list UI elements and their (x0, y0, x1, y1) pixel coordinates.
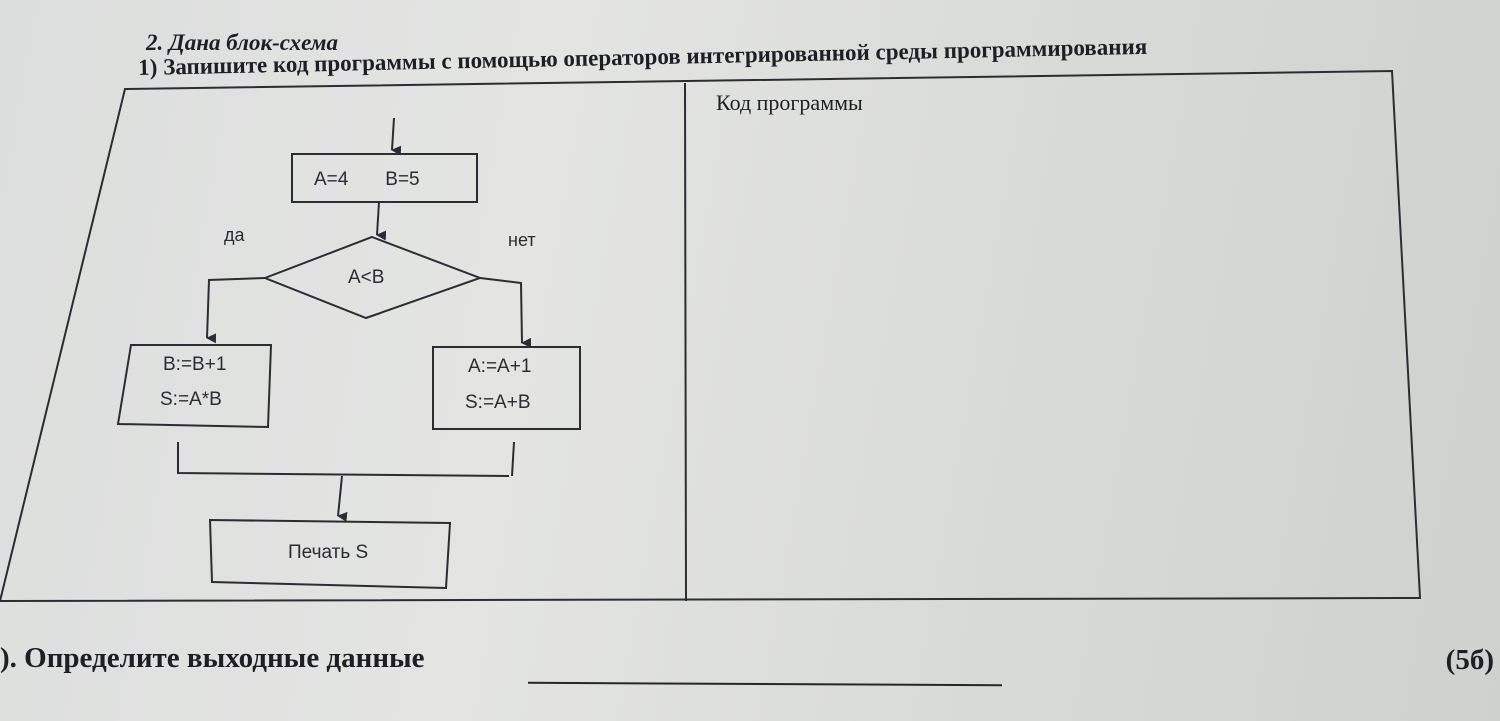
no-branch-line (479, 277, 532, 348)
init-text: A=4 B=5 (314, 169, 420, 190)
output-block (208, 518, 452, 590)
output-question: ). Определите выходные данные (0, 642, 425, 674)
no-statement-1: A:=A+1 (468, 356, 531, 377)
task-heading: 2. Дана блок-схема (146, 30, 339, 55)
yes-statement-1: B:=B+1 (163, 354, 226, 375)
entry-arrow (391, 117, 402, 156)
yes-merge-line (177, 442, 510, 477)
no-merge-line (511, 441, 515, 477)
arrow-to-decision (376, 201, 387, 241)
code-column-label: Код программы (716, 90, 863, 115)
yes-label: да (224, 225, 246, 245)
points-label: (5б) (1445, 644, 1494, 676)
answer-table (0, 69, 1422, 603)
arrow-to-output (337, 475, 348, 522)
decision-diamond (262, 235, 483, 320)
init-block (291, 153, 478, 203)
table-divider (684, 82, 687, 602)
no-label: нет (508, 230, 536, 250)
output-text: Печать S (288, 542, 368, 563)
yes-branch-line (206, 277, 266, 344)
no-process-block (432, 346, 581, 430)
yes-statement-2: S:=A*B (160, 389, 222, 410)
yes-process-block (116, 344, 273, 429)
decision-condition: A<B (348, 267, 384, 288)
no-statement-2: S:=A+B (465, 392, 531, 413)
